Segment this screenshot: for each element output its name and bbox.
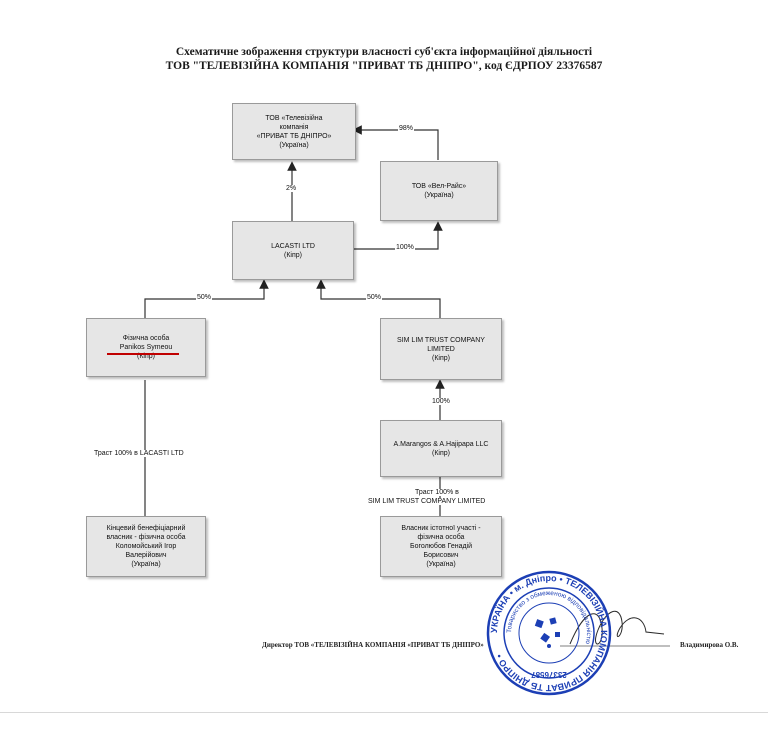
node-kolomoisky-line4: Валерійович [125, 552, 167, 559]
trust-label-bogoliubov-1: Траст 100% в [414, 489, 460, 496]
node-company-line2: компанія [279, 123, 309, 131]
node-kolomoisky-line2: власник - фізична особа [106, 534, 186, 541]
connector-velrais-company [352, 125, 439, 160]
stamp-code: 23376587 [531, 670, 567, 679]
node-marangos-line1: A.Marangos & A.Hajipapa LLC [393, 440, 489, 448]
director-name: Владимирова О.В. [680, 641, 739, 649]
node-lacasti-line1: LACASTI LTD [271, 242, 315, 250]
node-velrais-line2: (Україна) [424, 192, 454, 199]
node-bogoliubov-line5: (Україна) [426, 561, 456, 568]
node-lacasti-line2: (Кіпр) [284, 251, 302, 259]
node-bogoliubov-line1: Власник істотної участі - [401, 525, 481, 532]
director-signature-title: Директор ТОВ «ТЕЛЕВІЗІЙНА КОМПАНІЯ «ПРИВ… [262, 641, 484, 649]
bottom-divider [0, 712, 768, 713]
node-panikos-line3: (Кіпр) [137, 353, 155, 360]
node-kolomoisky: Кінцевий бенефіціарний власник - фізична… [86, 516, 206, 577]
company-stamp: УКРАЇНА • м. Дніпро • ТЕЛЕВІЗІЙНА КОМПАН… [486, 570, 612, 696]
node-bogoliubov-line3: Боголюбов Генадій [409, 543, 473, 550]
node-kolomoisky-line5: (Україна) [131, 561, 161, 568]
red-underline-mark [107, 353, 179, 355]
node-panikos-line2: Panikos Symeou [119, 344, 173, 351]
node-simlim-line2: LIMITED [427, 345, 455, 353]
node-company-line1: ТОВ «Телевізійна [265, 114, 323, 122]
node-company: ТОВ «Телевізійна компанія «ПРИВАТ ТБ ДНІ… [232, 103, 356, 160]
page-title-line1: Схематичне зображення структури власност… [175, 46, 593, 58]
trust-label-kolomoisky: Траст 100% в LACASTI LTD [93, 450, 185, 457]
node-panikos: Фізична особа Panikos Symeou (Кіпр) [86, 318, 206, 377]
edge-label-98: 98% [398, 125, 415, 132]
node-bogoliubov-line4: Борисович [423, 552, 459, 559]
node-kolomoisky-line1: Кінцевий бенефіціарний [106, 525, 186, 532]
connector-lacasti-velrais [352, 221, 443, 250]
handwritten-signature [560, 610, 670, 647]
node-marangos-line2: (Кіпр) [432, 449, 450, 457]
page-title-line2: ТОВ "ТЕЛЕВІЗІЙНА КОМПАНІЯ "ПРИВАТ ТБ ДНІ… [165, 60, 603, 72]
node-velrais-line1: ТОВ «Вел-Райс» [411, 183, 467, 190]
node-lacasti: LACASTI LTD (Кіпр) [232, 221, 354, 280]
edge-label-100-velrais: 100% [395, 244, 415, 251]
node-simlim: SIM LIM TRUST COMPANY LIMITED (Кіпр) [380, 318, 502, 380]
edge-label-100-marangos: 100% [431, 398, 451, 405]
node-bogoliubov: Власник істотної участі - фізична особа … [380, 516, 502, 577]
node-simlim-line3: (Кіпр) [432, 354, 450, 362]
node-panikos-line1: Фізична особа [122, 335, 170, 342]
node-velrais: ТОВ «Вел-Райс» (Україна) [380, 161, 498, 221]
node-kolomoisky-line3: Коломойський Ігор [115, 543, 177, 550]
edge-label-2: 2% [285, 185, 298, 192]
edge-label-50-simlim: 50% [366, 294, 383, 301]
edge-label-50-panikos: 50% [196, 294, 213, 301]
node-company-line4: (Україна) [279, 141, 309, 149]
node-company-line3: «ПРИВАТ ТБ ДНІПРО» [256, 132, 332, 140]
trust-label-bogoliubov-2: SIM LIM TRUST COMPANY LIMITED [367, 498, 487, 505]
node-marangos: A.Marangos & A.Hajipapa LLC (Кіпр) [380, 420, 502, 477]
node-simlim-line1: SIM LIM TRUST COMPANY [397, 336, 485, 344]
connector-panikos-lacasti [144, 279, 269, 318]
connector-simlim-lacasti [316, 279, 441, 318]
node-bogoliubov-line2: фізична особа [417, 534, 465, 541]
